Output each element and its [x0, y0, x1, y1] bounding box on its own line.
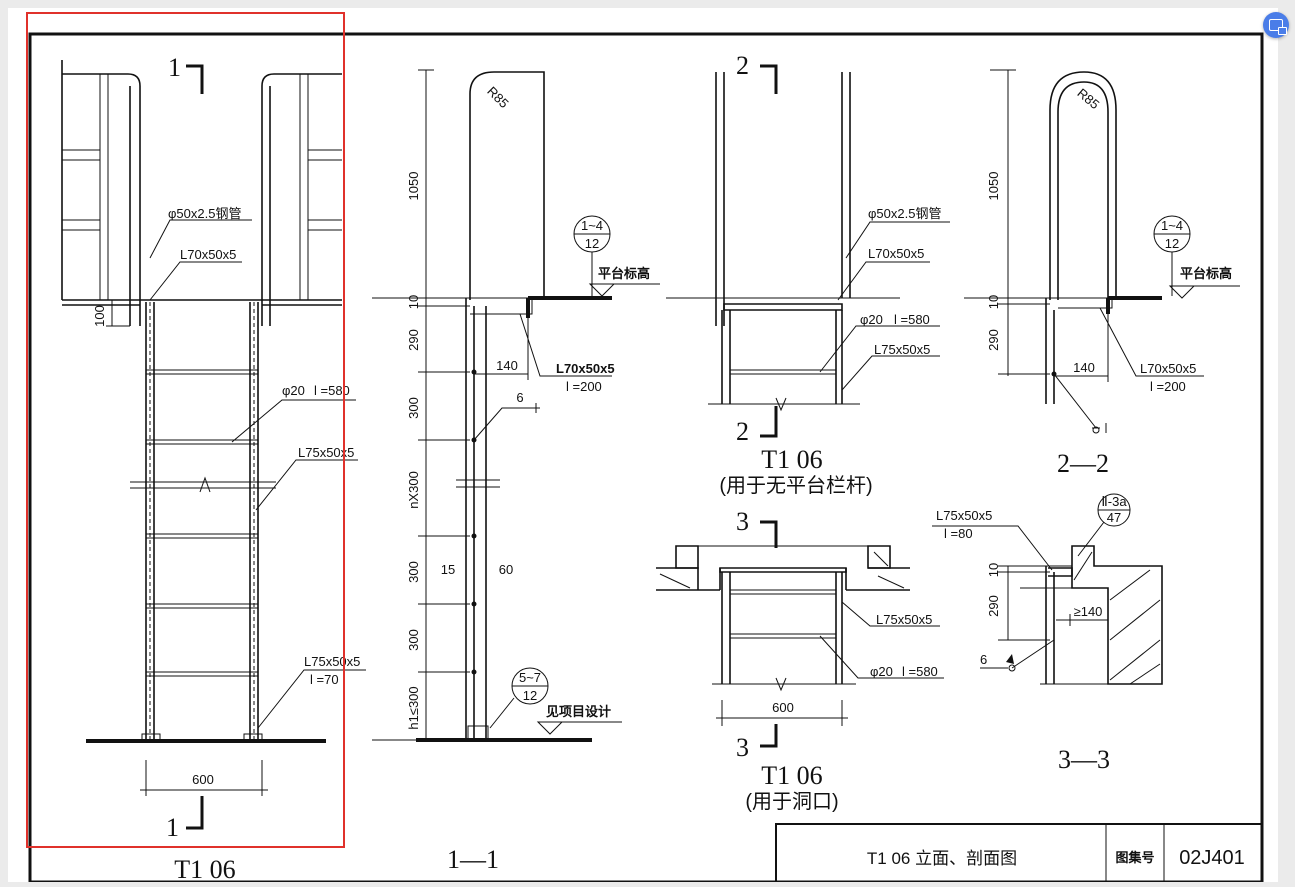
title-text: T1 06 立面、剖面图 [867, 849, 1017, 868]
section-3-view: 10 290 ≥140 6 L75x50x5 l =80 Ⅱ-3a 47 3—3 [932, 493, 1163, 774]
caption-section-2: 2—2 [1057, 449, 1109, 478]
dim-140-2: 140 [1073, 360, 1095, 375]
dim-10: 10 [406, 295, 421, 309]
ref-top-page: 12 [585, 236, 599, 251]
caption-opening-note: (用于洞口) [745, 790, 838, 813]
label-rail-2: L75x50x5 [874, 342, 930, 357]
dim-140: 140 [496, 358, 518, 373]
label-rail-3: L75x50x5 [876, 612, 932, 627]
no-rail-view: 2 2 φ50x2.5钢管 L70x50x5 φ20 l =580 L75x50… [666, 51, 950, 497]
paper [8, 8, 1278, 882]
ref-bottom: 5~7 [519, 670, 541, 685]
label-rung-3: φ20 [870, 664, 893, 679]
caption-section-1: 1—1 [447, 845, 499, 874]
ref-top: 1~4 [581, 218, 603, 233]
section-mark-3-bottom: 3 [736, 733, 749, 762]
atlas-number: 02J401 [1179, 847, 1245, 869]
ref-top-page-2: 12 [1165, 236, 1179, 251]
label-pipe: φ50x2.5钢管 [168, 206, 241, 221]
dim-290-2: 290 [986, 329, 1001, 351]
dim-6: 6 [516, 390, 523, 405]
ref-bottom-page: 12 [523, 688, 537, 703]
caption-no-rail-code: T1 06 [761, 445, 822, 474]
caption-elevation: T1 06 [174, 855, 235, 882]
dim-300-b: 300 [406, 561, 421, 583]
elevation-view: 600 100 1 1 φ50x2.5钢管 L70x50x5 φ20 l =58… [61, 53, 366, 884]
dim-290: 290 [406, 329, 421, 351]
window-icon [1269, 19, 1287, 35]
dim-300-c: 300 [406, 629, 421, 651]
atlas-label: 图集号 [1115, 850, 1154, 865]
dim-60: 60 [499, 562, 513, 577]
dim-width-3: 600 [772, 700, 794, 715]
label-rung-length-2: l =580 [894, 312, 930, 327]
label-rail: L75x50x5 [298, 445, 354, 460]
ref-top-2: 1~4 [1161, 218, 1183, 233]
section-mark-top: 1 [168, 53, 181, 82]
label-foot: L75x50x5 [304, 654, 360, 669]
label-see-project: 见项目设计 [546, 704, 611, 719]
dim-width: 600 [192, 772, 214, 787]
section-mark-2-bottom: 2 [736, 417, 749, 446]
caption-no-rail-note: (用于无平台栏杆) [719, 474, 872, 497]
ref-3: Ⅱ-3a [1101, 494, 1127, 509]
dim-h1: h1≤300 [406, 686, 421, 729]
section-2-view: 1050 10 290 R85 140 1~4 12 平台标高 L70x50x5… [964, 69, 1240, 478]
section-mark-3-top: 3 [736, 507, 749, 536]
label-rung-2: φ20 [860, 312, 883, 327]
label-platform-level: 平台标高 [598, 266, 650, 281]
dim-nx300: nX300 [406, 471, 421, 509]
highlight-box [26, 12, 345, 848]
label-foot-length: l =70 [310, 672, 339, 687]
dim-300-a: 300 [406, 397, 421, 419]
opening-view: 600 3 3 L75x50x5 φ20 l =580 T1 06 (用于洞口) [656, 507, 944, 813]
label-angle-2: L70x50x5 [868, 246, 924, 261]
label-angle-length-3: l =200 [1150, 379, 1186, 394]
label-angle-3: L70x50x5 [1140, 361, 1196, 376]
label-angle-top: L70x50x5 [180, 247, 236, 262]
dim-140-3: ≥140 [1074, 604, 1103, 619]
section-mark-bottom: 1 [166, 813, 179, 842]
caption-opening-code: T1 06 [761, 761, 822, 790]
title-block: T1 06 立面、剖面图 图集号 02J401 [775, 823, 1262, 882]
translate-float-button[interactable] [1263, 12, 1289, 38]
section-mark-2-top: 2 [736, 51, 749, 80]
dim-100: 100 [92, 305, 107, 327]
label-platform-level-2: 平台标高 [1180, 266, 1232, 281]
caption-section-3: 3—3 [1058, 745, 1110, 774]
dim-1050: 1050 [406, 172, 421, 201]
label-angle-length-4: l =80 [944, 526, 973, 541]
label-angle-length: l =200 [566, 379, 602, 394]
dim-10-2: 10 [986, 295, 1001, 309]
section-1-view: 1050 10 290 300 nX300 300 300 h1≤300 R85… [372, 69, 660, 874]
label-angle-4: L75x50x5 [936, 508, 992, 523]
dim-1050-2: 1050 [986, 172, 1001, 201]
dim-6-3: 6 [980, 652, 987, 667]
label-rung: φ20 [282, 383, 305, 398]
label-rung-length: l =580 [314, 383, 350, 398]
dim-15: 15 [441, 562, 455, 577]
label-rung-length-3: l =580 [902, 664, 938, 679]
dim-10-3: 10 [986, 563, 1001, 577]
dim-290-3: 290 [986, 595, 1001, 617]
ref-3-page: 47 [1107, 510, 1121, 525]
label-pipe-2: φ50x2.5钢管 [868, 206, 941, 221]
label-angle: L70x50x5 [556, 361, 615, 376]
